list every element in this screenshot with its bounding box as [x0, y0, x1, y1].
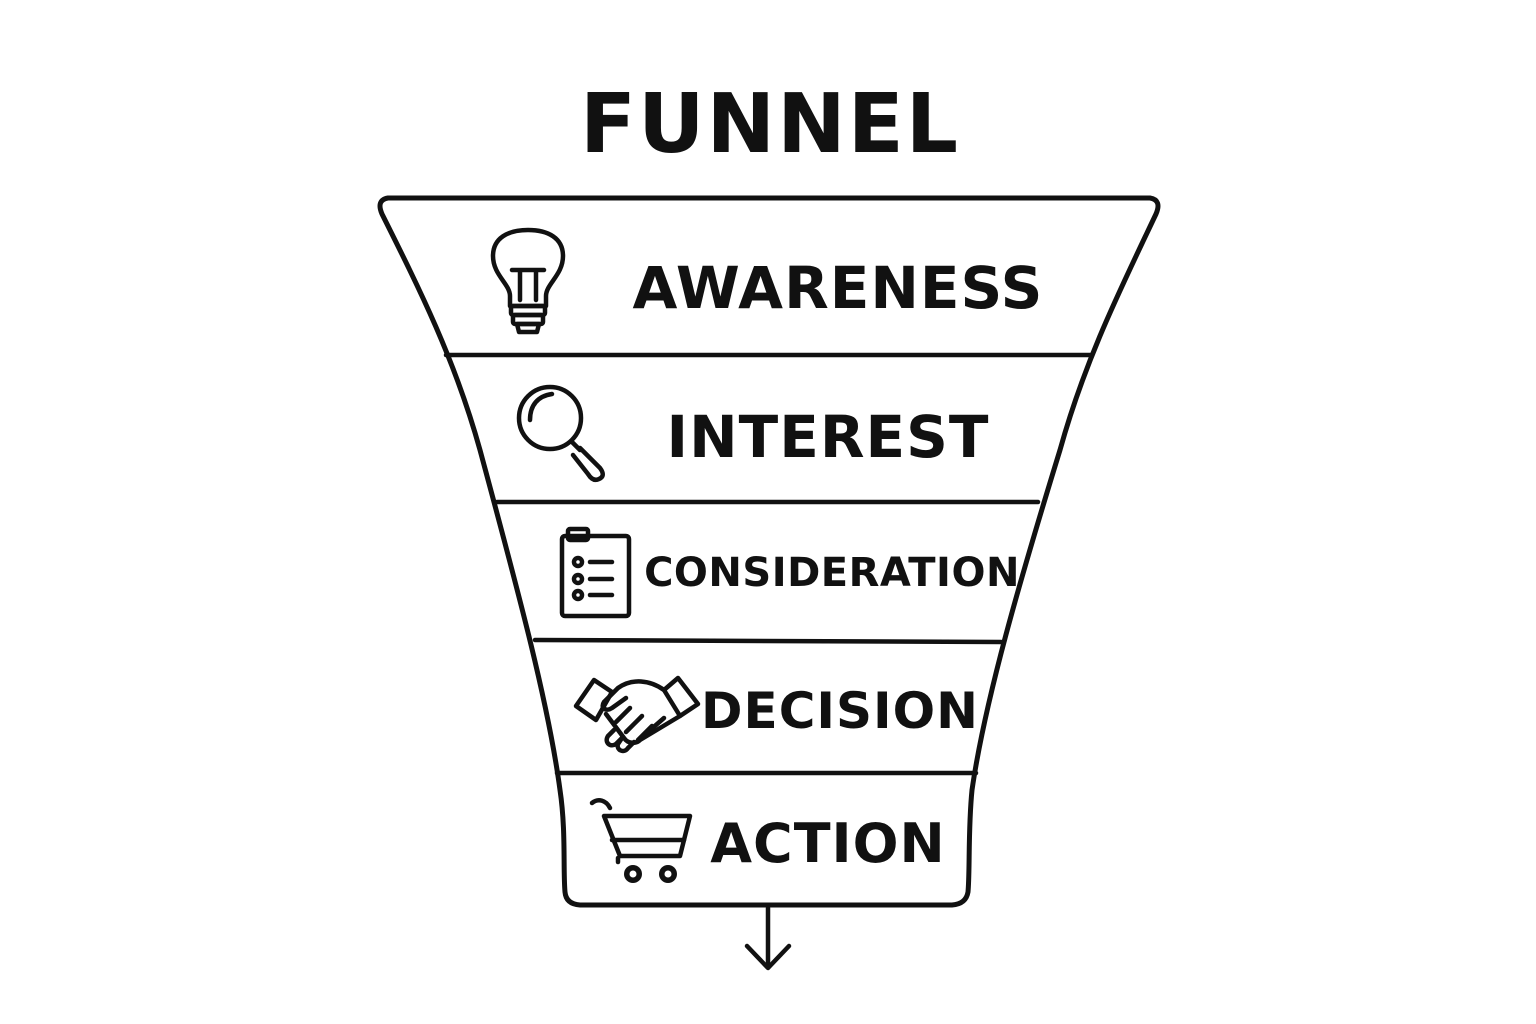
stage-awareness: AWARENESS [490, 227, 1044, 335]
shopping-cart-icon [589, 798, 693, 883]
clipboard-checklist-icon [559, 526, 632, 619]
output-arrow [744, 905, 792, 971]
stage-interest: INTEREST [516, 384, 990, 483]
stage-decision: DECISION [573, 675, 979, 754]
stage-consideration: CONSIDERATION [559, 526, 1020, 619]
stage-divider [532, 637, 1004, 645]
stage-action: ACTION [589, 798, 945, 883]
stage-label: AWARENESS [633, 254, 1044, 322]
stage-label: ACTION [710, 812, 945, 875]
stage-label: INTEREST [667, 403, 990, 471]
handshake-icon [573, 675, 701, 754]
diagram-title: FUNNEL [580, 77, 960, 172]
funnel-outline [377, 195, 1161, 908]
magnifying-glass-icon [516, 384, 605, 483]
stage-label: CONSIDERATION [644, 550, 1020, 596]
lightbulb-icon [490, 227, 566, 335]
stage-label: DECISION [701, 682, 979, 740]
